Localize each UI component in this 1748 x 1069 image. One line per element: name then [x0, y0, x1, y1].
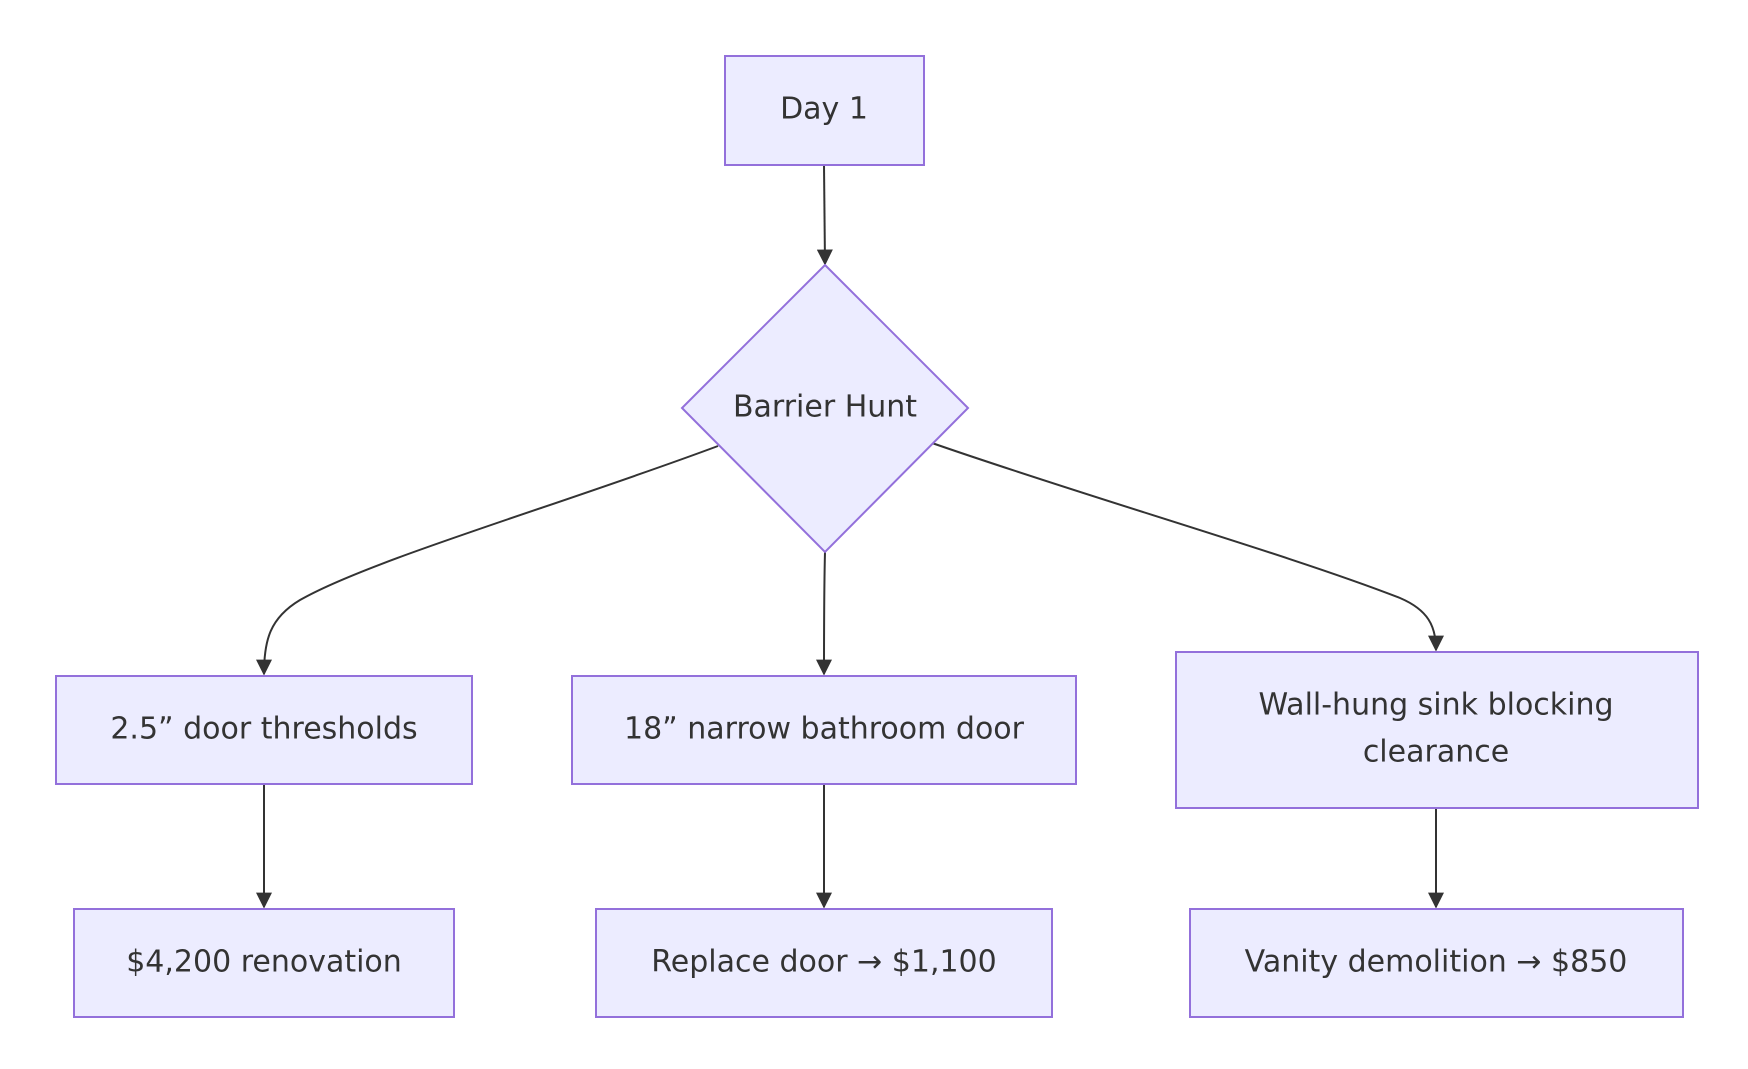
edge-barrier-hunt-to-sink [931, 442, 1444, 652]
node-thresholds: 2.5” door thresholds [55, 675, 473, 785]
edge-day1-to-barrier-hunt [816, 164, 833, 266]
edge-barrier-hunt-to-narrow-door [816, 551, 833, 676]
node-wall-hung-sink-label-line1: Wall-hung sink blocking [1258, 688, 1613, 723]
node-replace-door: Replace door → $1,100 [595, 908, 1053, 1018]
node-day-1-box [724, 55, 925, 166]
node-day-1: Day 1 [724, 55, 925, 166]
node-narrow-door-label: 18” narrow bathroom door [624, 712, 1025, 747]
node-renovation: $4,200 renovation [73, 908, 455, 1018]
node-day-1-label: Day 1 [780, 92, 868, 127]
node-renovation-box [73, 908, 455, 1018]
node-wall-hung-sink-label-line2: clearance [1363, 735, 1509, 770]
node-narrow-door-box [571, 675, 1077, 785]
node-thresholds-label: 2.5” door thresholds [110, 712, 417, 747]
edge-barrier-hunt-to-thresholds [256, 445, 719, 676]
node-wall-hung-sink-box [1175, 651, 1699, 809]
node-thresholds-box [55, 675, 473, 785]
node-barrier-hunt: Barrier Hunt [680, 263, 970, 554]
node-vanity-demolition-label: Vanity demolition → $850 [1245, 945, 1628, 980]
node-vanity-demolition: Vanity demolition → $850 [1189, 908, 1684, 1018]
node-replace-door-box [595, 908, 1053, 1018]
node-replace-door-label: Replace door → $1,100 [651, 945, 996, 980]
node-wall-hung-sink: Wall-hung sink blocking clearance [1175, 651, 1699, 809]
node-renovation-label: $4,200 renovation [126, 945, 402, 980]
node-barrier-hunt-diamond [680, 263, 970, 554]
node-vanity-demolition-box [1189, 908, 1684, 1018]
node-narrow-door: 18” narrow bathroom door [571, 675, 1077, 785]
node-barrier-hunt-label: Barrier Hunt [733, 390, 917, 425]
edges [256, 164, 1444, 909]
